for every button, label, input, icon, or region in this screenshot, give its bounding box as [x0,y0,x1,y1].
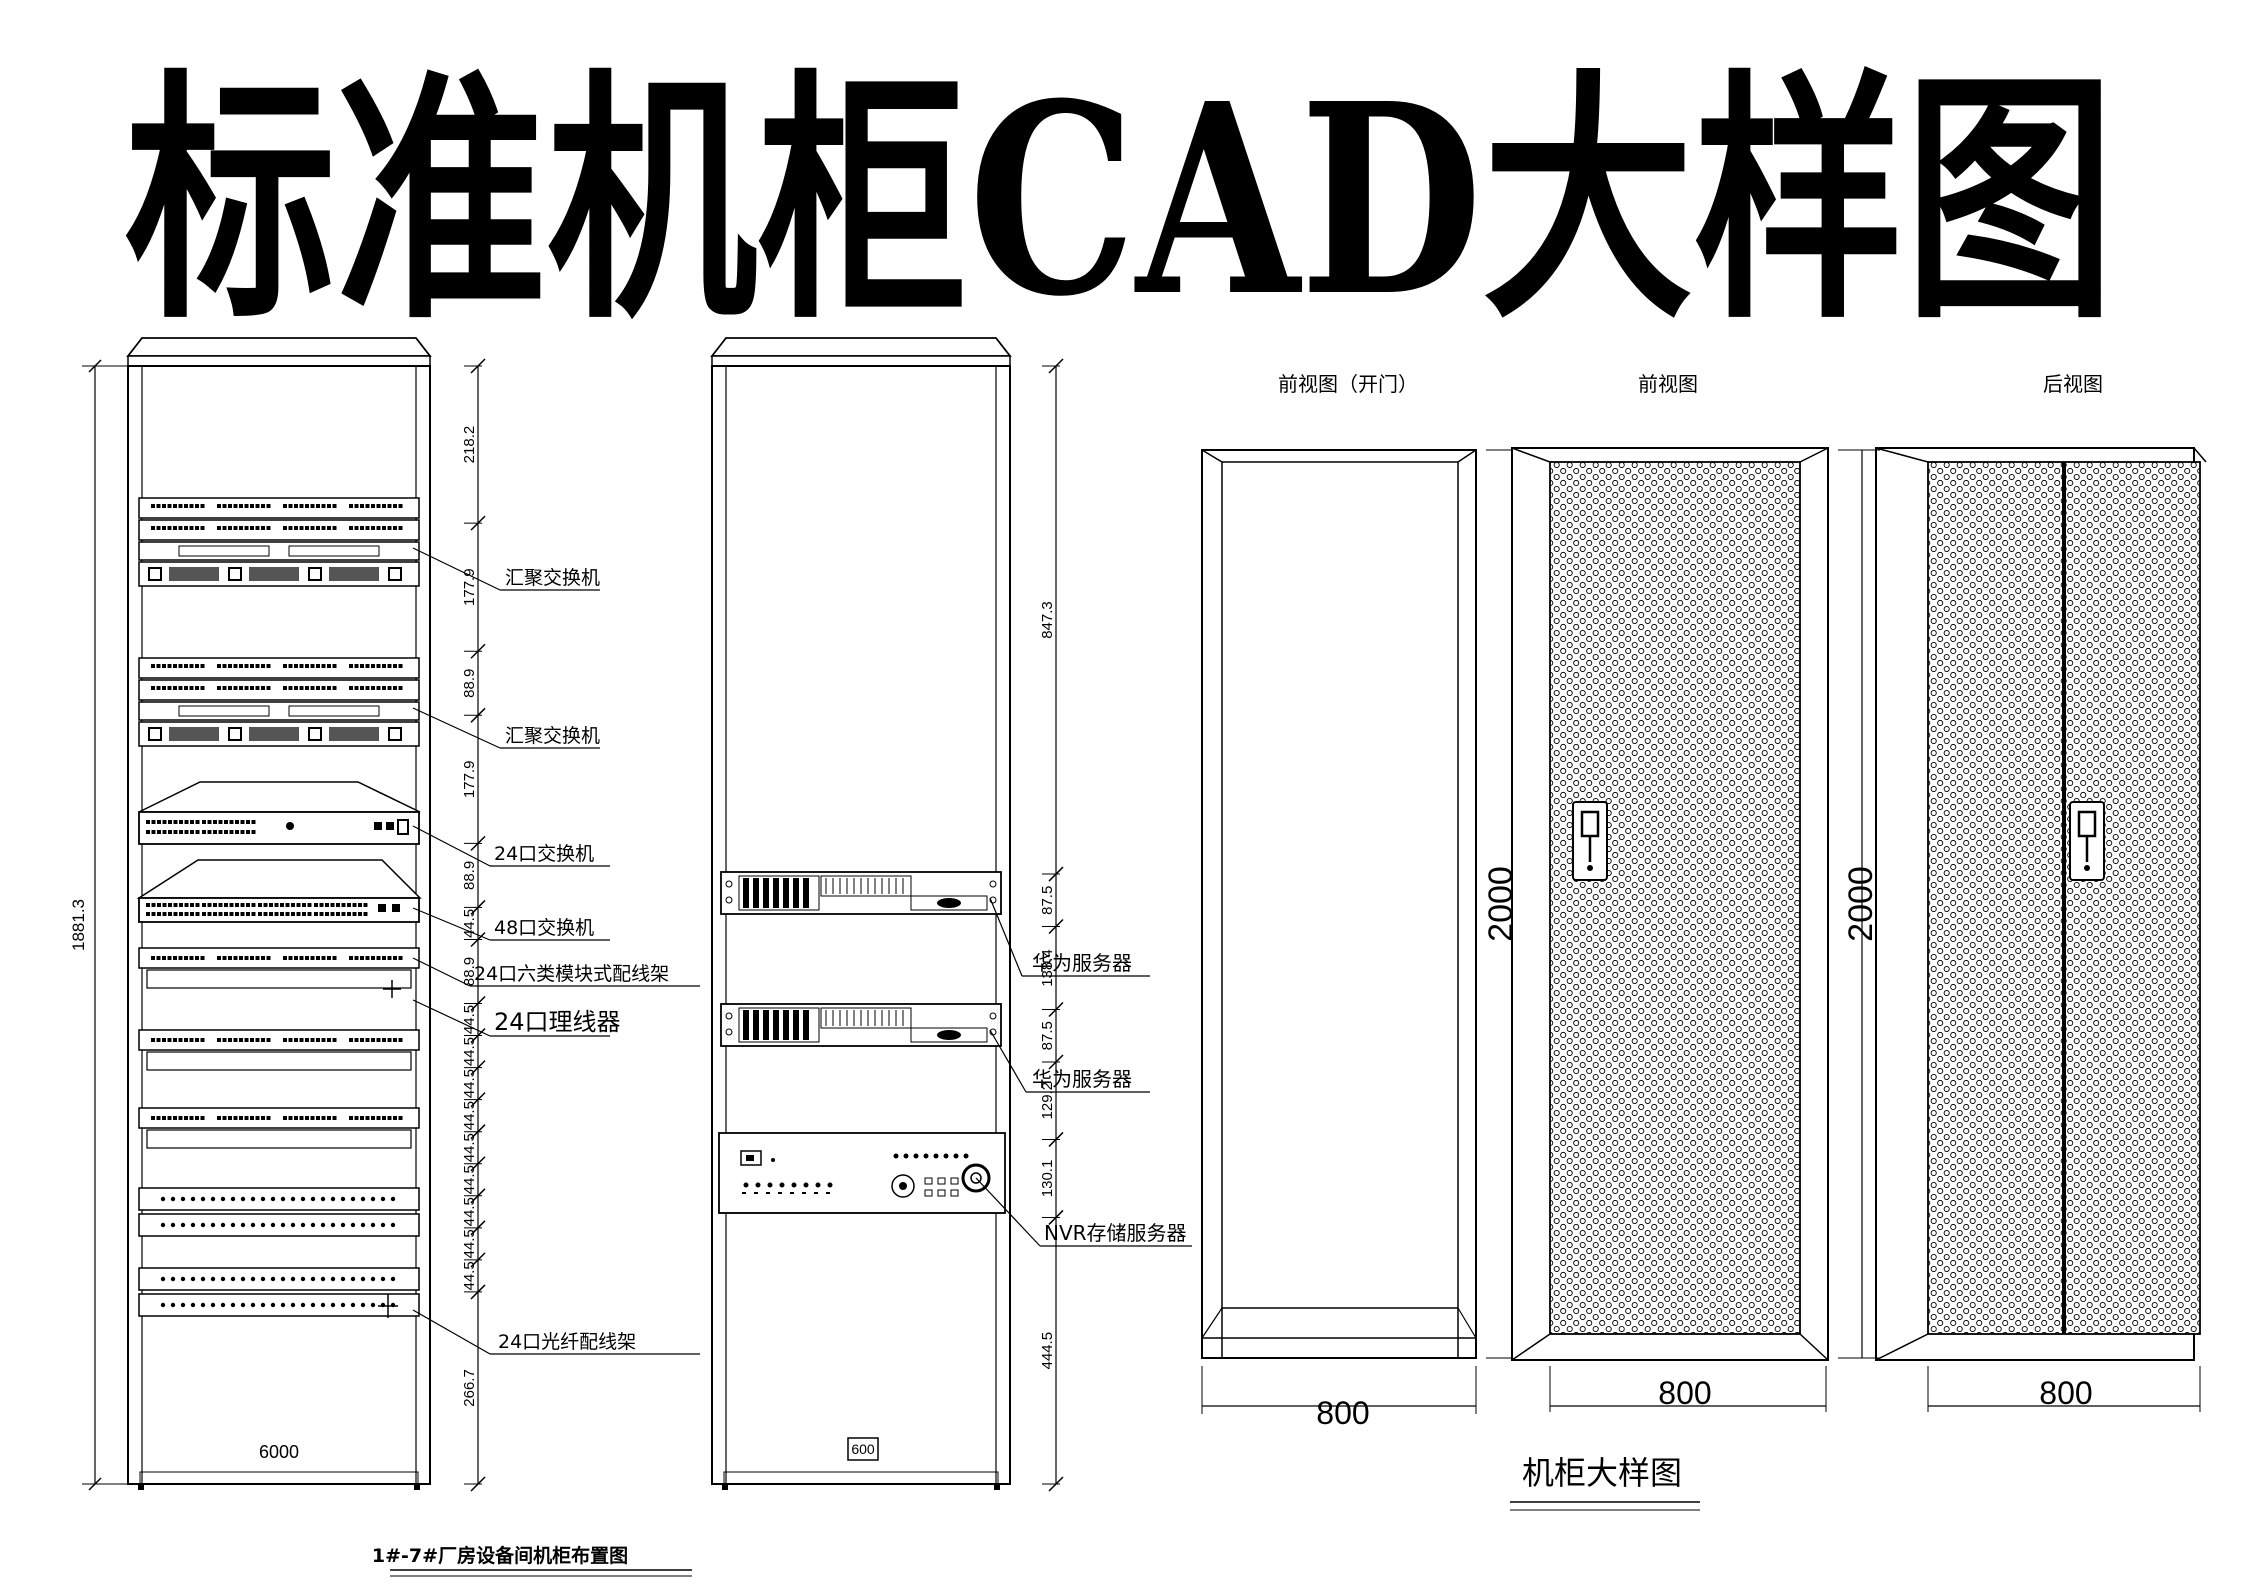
switch-48-port [136,859,422,923]
rear-view [1875,447,2207,1361]
switch-24-port [138,781,421,845]
label-nvr: NVR存储服务器 [1044,1221,1187,1245]
dimension-value: 218.2 [461,426,478,464]
huawei-server-2 [720,1003,1002,1047]
label-huawei-server-1: 华为服务器 [1032,951,1132,975]
dimension-value: 130.1 [1039,1160,1056,1198]
front-view-width: 800 [1658,1375,1711,1411]
front-view-open [1201,449,1477,1359]
view-title-rear: 后视图 [2043,372,2103,396]
dimension-value: 444.5 [1039,1332,1056,1370]
page-title: 标准机柜CAD大样图 [125,46,2115,354]
fiber-panel-1 [139,1188,419,1236]
left-width-label: 6000 [259,1442,299,1462]
dimension-value: 847.3 [1039,601,1056,639]
middle-cabinet: 600 [710,337,1012,1490]
nvr-storage-server [718,1132,1006,1214]
left-caption: 1#-7#厂房设备间机柜布置图 [372,1544,692,1577]
label-cable-manager: 24口理线器 [494,1008,621,1036]
dimension-value: 44.5 [461,1005,478,1034]
dimension-value: 44.5 [461,1101,478,1130]
open-view-width: 800 [1316,1395,1369,1431]
dimension-value: 44.5 [461,1229,478,1258]
patch-panel-3 [139,1108,419,1148]
label-aggregation-switch-1: 汇聚交换机 [505,567,600,589]
detail-caption: 机柜大样图 [1510,1454,1700,1511]
patch-panel-2 [139,1030,419,1070]
open-view-width-dimension: 800 [1201,1366,1477,1431]
label-huawei-server-2: 华为服务器 [1032,1067,1132,1091]
left-annotations: 汇聚交换机 汇聚交换机 24口交换机 48口交换机 24口六类模块式配线架 24… [412,547,700,1355]
dimension-value: 129.2 [1039,1082,1056,1120]
dimension-value: 266.7 [461,1369,478,1407]
front-view-width-dimension: 800 [1549,1366,1827,1412]
fiber-panel-2 [139,1268,419,1316]
dimension-value: 44.5 [461,1133,478,1162]
rear-view-width: 800 [2039,1375,2092,1411]
dimension-value: 44.5 [461,1197,478,1226]
aggregation-switch-1 [139,498,419,586]
dimension-value: 177.9 [461,568,478,606]
dimension-value: 44.5 [461,1165,478,1194]
middle-width-box [847,1437,879,1461]
rear-view-height: 2000 [1842,866,1880,942]
label-patch-panel: 24口六类模块式配线架 [474,963,669,985]
dimension-value: 44.5 [461,909,478,938]
left-total-dimension: 1881.3 [69,359,128,1491]
huawei-server-1 [720,871,1002,915]
dimension-value: 88.9 [461,957,478,986]
dimension-value: 87.5 [1039,886,1056,915]
view-title-open: 前视图（开门） [1278,372,1418,396]
aggregation-switch-2 [139,658,419,746]
left-caption-text: 1#-7#厂房设备间机柜布置图 [372,1544,628,1567]
front-view [1511,447,1829,1361]
dimension-value: 88.9 [461,861,478,890]
left-total-height: 1881.3 [69,899,88,951]
middle-annotations: 华为服务器 华为服务器 NVR存储服务器 [975,897,1192,1247]
dimension-value: 87.5 [1039,1021,1056,1050]
middle-width-label: 600 [851,1441,875,1457]
label-fiber-panel: 24口光纤配线架 [498,1331,636,1353]
dimension-value: 138.4 [1039,949,1056,987]
view-title-front: 前视图 [1638,372,1698,396]
left-cabinet: 6000 [126,337,432,1490]
dimension-value: 44.5 [461,1069,478,1098]
rear-view-width-dimension: 800 [1927,1366,2201,1412]
left-segment-dimensions: 218.2 177.9 88.9 177.9 88.9 44.5 88.9 44.5 44.5 4… [461,358,486,1492]
label-switch-48: 48口交换机 [494,917,594,939]
patch-panel-1 [139,948,419,988]
label-switch-24: 24口交换机 [494,843,594,865]
detail-caption-text: 机柜大样图 [1522,1454,1682,1492]
dimension-value: 44.5 [461,1261,478,1290]
label-aggregation-switch-2: 汇聚交换机 [505,725,600,747]
rear-view-height-dimension: 2000 [1838,449,1880,1359]
dimension-value: 44.5 [461,1037,478,1066]
middle-segment-dimensions: 847.3 87.5 138.4 87.5 129.2 130.1 444.5 [1039,358,1064,1492]
dimension-value: 88.9 [461,669,478,698]
dimension-value: 177.9 [461,761,478,799]
